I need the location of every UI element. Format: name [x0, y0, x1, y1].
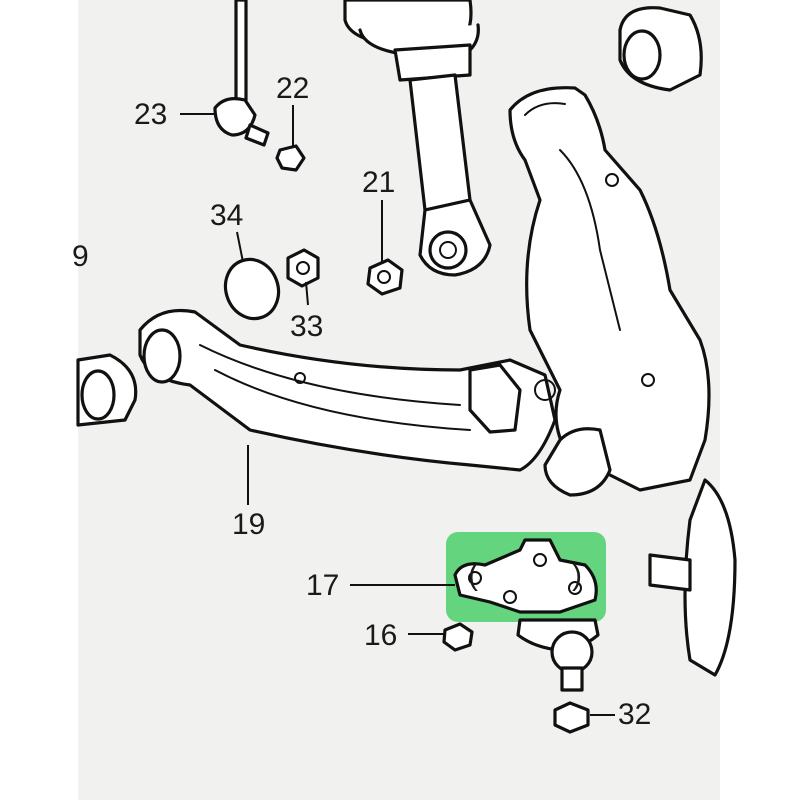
- callout-22: 22: [276, 72, 309, 105]
- nut-33: [286, 248, 320, 288]
- bracket-17: ( ): [446, 532, 606, 622]
- nut-22: [275, 144, 306, 172]
- nut-21: [366, 258, 404, 296]
- callout-17: 17: [306, 569, 339, 602]
- callout-32: 32: [618, 698, 651, 731]
- nut-16: [442, 622, 474, 652]
- highlight-open-mark: (: [468, 559, 478, 592]
- leader-lines: [180, 105, 615, 716]
- highlight-close-mark: ): [572, 559, 582, 592]
- stabilizer-link: [213, 0, 270, 147]
- callout-34: 34: [210, 199, 243, 232]
- washer-34: [223, 257, 281, 321]
- nut-32: [553, 701, 590, 734]
- rear-bushing: [618, 6, 703, 92]
- callout-16: 16: [364, 619, 397, 652]
- callout-23: 23: [134, 98, 167, 131]
- strut-assembly: [343, 0, 492, 277]
- steering-knuckle: [508, 86, 711, 497]
- callout-9: 9: [72, 240, 89, 273]
- left-bushing: [76, 353, 138, 427]
- callout-labels: 23 22 21 34 33 9 19 17 16 32: [72, 72, 651, 731]
- callout-19: 19: [232, 508, 265, 541]
- lower-control-arm: [138, 308, 557, 472]
- ball-joint: [516, 618, 600, 692]
- callout-33: 33: [290, 310, 323, 343]
- wheel-hub: [648, 478, 737, 677]
- callout-21: 21: [362, 166, 395, 199]
